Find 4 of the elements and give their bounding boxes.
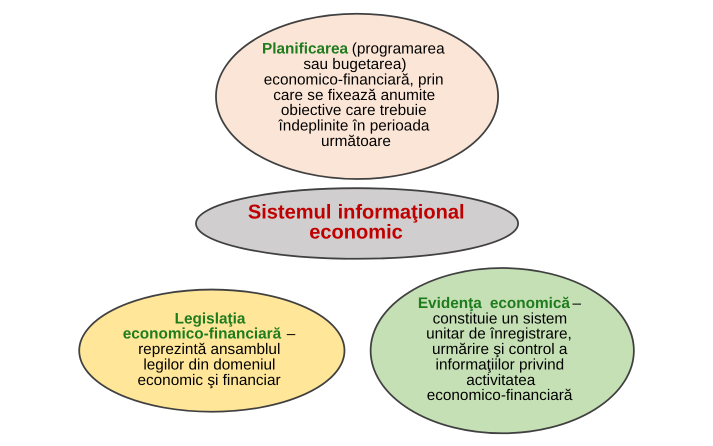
- node-ellipse: Evidenţa economică – constituie un sistem unitar de înregistrare, urmărire şi control a informaţiilor privind activitatea economico-financiară: [370, 266, 635, 434]
- node-ellipse: Legislaţia economico-financiară – reprezintă ansamblul legilor din domeniul economic şi financiar: [78, 288, 346, 412]
- node-ellipse: Planificarea (programarea sau bugetarea) economico-financiară, prin care se fixează anumite obiective care trebuie îndeplinite în perioada următoare: [215, 12, 499, 180]
- node-ellipse: Sistemul informaţional economic: [195, 186, 519, 260]
